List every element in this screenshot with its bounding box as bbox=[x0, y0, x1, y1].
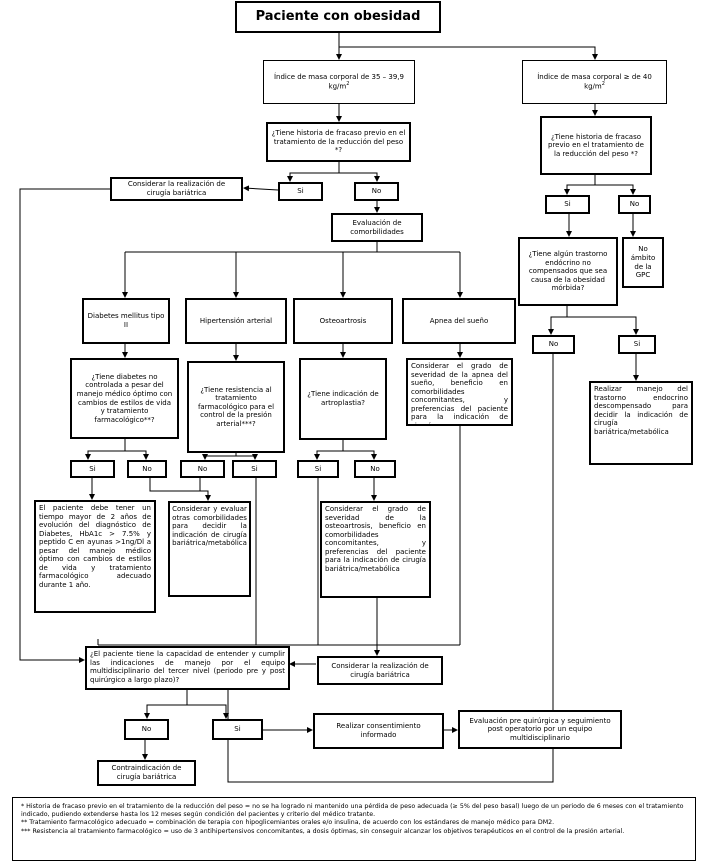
history-right-yes-label: Si bbox=[564, 200, 571, 209]
footnote-2: ** Tratamiento farmacológico adecuado = … bbox=[21, 819, 555, 827]
history-left-no-label: No bbox=[371, 187, 382, 196]
evaluate-comorbidities-text: Evaluación de comorbilidades bbox=[350, 218, 404, 236]
out-of-scope-box: No ámbito de la GPC bbox=[622, 237, 664, 288]
capacity-question-text: ¿El paciente tiene la capacidad de enten… bbox=[90, 650, 285, 684]
evaluate-other-comorbidities-text: Considerar y evaluar otras comorbilidade… bbox=[172, 505, 247, 548]
endocrine-manage-box: Realizar manejo del trastorno endocrino … bbox=[589, 381, 693, 465]
bmi-40-unit: kg/m bbox=[584, 82, 602, 91]
comorbidity-osteoarthrosis-label: Osteoartrosis bbox=[319, 316, 367, 325]
informed-consent-box: Realizar consentimiento informado bbox=[313, 713, 444, 749]
bmi-35-39-unit-exponent: 2 bbox=[346, 81, 350, 88]
endocrine-question-box: ¿Tiene algún trastorno endócrino no comp… bbox=[518, 237, 618, 306]
comorbidity-sleep-apnea-label: Apnea del sueño bbox=[429, 316, 489, 325]
arthroplasty-no-label: No bbox=[370, 464, 380, 473]
contraindication-box: Contraindicación de cirugía bariátrica bbox=[97, 760, 196, 786]
history-left-yes-label: Si bbox=[297, 187, 304, 196]
footnote-3: *** Resistencia al tratamiento farmacoló… bbox=[21, 827, 625, 835]
history-right-no-label: No bbox=[629, 200, 640, 209]
history-left-no: No bbox=[354, 182, 399, 201]
hypertension-question-text: ¿Tiene resistencia al tratamiento farmac… bbox=[197, 385, 275, 428]
history-right-yes: Si bbox=[545, 195, 590, 214]
capacity-yes-label: Si bbox=[234, 725, 241, 734]
diabetes-question-box: ¿Tiene diabetes no controlada a pesar de… bbox=[70, 358, 179, 439]
evaluate-comorbidities-box: Evaluación de comorbilidades bbox=[331, 213, 423, 242]
osteo-consider-text: Considerar el grado de severidad de la o… bbox=[325, 505, 426, 573]
diabetes-yes-label: Si bbox=[89, 464, 96, 473]
title-box: Paciente con obesidad bbox=[235, 1, 441, 33]
arthroplasty-no: No bbox=[354, 460, 396, 478]
arthroplasty-yes-label: Si bbox=[314, 464, 322, 473]
comorbidity-diabetes-label: Diabetes mellitus tipo II bbox=[87, 312, 165, 329]
footnote-1: * Historia de fracaso previo en el trata… bbox=[21, 803, 684, 819]
bmi-40-unit-exponent: 2 bbox=[601, 81, 605, 88]
hypertension-question-box: ¿Tiene resistencia al tratamiento farmac… bbox=[187, 361, 285, 453]
endocrine-yes: Si bbox=[618, 335, 656, 354]
diabetes-criteria-text: El paciente debe tener un tiempo mayor d… bbox=[39, 504, 151, 589]
comorbidity-osteoarthrosis: Osteoartrosis bbox=[293, 298, 393, 344]
hypertension-yes: Si bbox=[232, 460, 277, 478]
capacity-no: No bbox=[124, 719, 169, 740]
bmi-35-39-unit: kg/m bbox=[328, 82, 347, 91]
comorbidity-hypertension: Hipertensión arterial bbox=[185, 298, 287, 344]
postop-evaluation-text: Evaluación pre quirúrgica y seguimiento … bbox=[469, 716, 611, 742]
arthroplasty-question-box: ¿Tiene indicación de artroplastia? bbox=[299, 358, 387, 440]
osteo-consider-box: Considerar el grado de severidad de la o… bbox=[320, 501, 431, 598]
endocrine-question-text: ¿Tiene algún trastorno endócrino no comp… bbox=[528, 250, 608, 293]
consider-surgery-bottom-text: Considerar la realización de cirugía bar… bbox=[331, 661, 429, 679]
apnea-consider-text: Considerar el grado de severidad de la a… bbox=[411, 362, 508, 426]
out-of-scope-text: No ámbito de la GPC bbox=[630, 245, 656, 280]
capacity-yes: Si bbox=[212, 719, 263, 740]
hypertension-yes-label: Si bbox=[251, 464, 258, 473]
history-question-left-text: ¿Tiene historia de fracaso previo en el … bbox=[271, 129, 406, 155]
bmi-40-label: Índice de masa corporal ≥ de 40 bbox=[537, 72, 652, 81]
contraindication-text: Contraindicación de cirugía bariátrica bbox=[111, 764, 182, 781]
consider-surgery-bottom: Considerar la realización de cirugía bar… bbox=[317, 656, 443, 685]
diabetes-yes: Si bbox=[70, 460, 115, 478]
history-question-left: ¿Tiene historia de fracaso previo en el … bbox=[266, 122, 411, 162]
evaluate-other-comorbidities-box: Considerar y evaluar otras comorbilidade… bbox=[168, 501, 251, 597]
bmi-35-39-label: Índice de masa corporal de 35 – 39,9 bbox=[273, 72, 404, 81]
history-right-no: No bbox=[618, 195, 651, 214]
diabetes-question-text: ¿Tiene diabetes no controlada a pesar de… bbox=[76, 372, 173, 424]
history-left-yes: Si bbox=[278, 182, 323, 201]
consider-surgery-top: Considerar la realización de cirugía bar… bbox=[110, 177, 243, 201]
page-title: Paciente con obesidad bbox=[255, 9, 421, 25]
arthroplasty-yes: Si bbox=[297, 460, 339, 478]
history-question-right-text: ¿Tiene historia de fracaso previo en el … bbox=[548, 132, 644, 158]
capacity-question-box: ¿El paciente tiene la capacidad de enten… bbox=[85, 646, 290, 690]
history-question-right: ¿Tiene historia de fracaso previo en el … bbox=[540, 116, 652, 175]
arthroplasty-question-text: ¿Tiene indicación de artroplastia? bbox=[307, 390, 379, 407]
capacity-no-label: No bbox=[141, 725, 152, 734]
endocrine-no: No bbox=[532, 335, 575, 354]
diabetes-no: No bbox=[127, 460, 167, 478]
apnea-consider-box: Considerar el grado de severidad de la a… bbox=[406, 358, 513, 426]
comorbidity-hypertension-label: Hipertensión arterial bbox=[199, 316, 273, 325]
comorbidity-sleep-apnea: Apnea del sueño bbox=[402, 298, 516, 344]
diabetes-criteria-box: El paciente debe tener un tiempo mayor d… bbox=[34, 500, 156, 613]
comorbidity-diabetes: Diabetes mellitus tipo II bbox=[82, 298, 170, 344]
postop-evaluation-box: Evaluación pre quirúrgica y seguimiento … bbox=[458, 710, 622, 749]
footnotes-box: * Historia de fracaso previo en el trata… bbox=[12, 797, 696, 861]
hypertension-no-label: No bbox=[197, 464, 208, 473]
informed-consent-text: Realizar consentimiento informado bbox=[336, 722, 421, 739]
hypertension-no: No bbox=[180, 460, 225, 478]
diabetes-no-label: No bbox=[142, 464, 152, 473]
endocrine-manage-text: Realizar manejo del trastorno endocrino … bbox=[594, 385, 688, 436]
endocrine-no-label: No bbox=[548, 340, 559, 349]
consider-surgery-top-text: Considerar la realización de cirugía bar… bbox=[127, 180, 226, 197]
endocrine-yes-label: Si bbox=[633, 340, 641, 349]
